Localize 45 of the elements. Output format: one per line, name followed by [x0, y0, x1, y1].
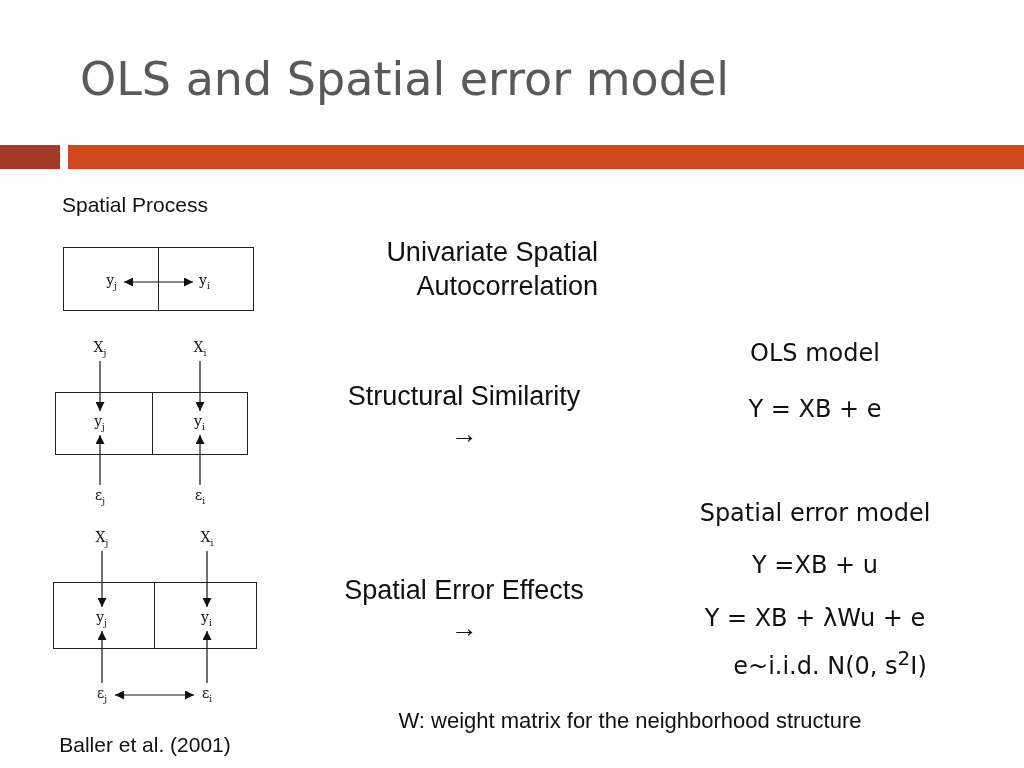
arrow-symbol: →: [449, 612, 479, 645]
row-heading: Structural Similarity: [346, 380, 582, 413]
arrow-symbol: →: [449, 418, 479, 451]
citation: Baller et al. (2001): [58, 732, 232, 758]
variable-label: ε$_{i}$: [197, 686, 217, 704]
arrow: [97, 630, 107, 684]
arrow: [202, 630, 212, 684]
variable-label: X$_{i}$: [197, 530, 217, 548]
note: e~i.i.d. N(0, s$^{2}$I): [732, 646, 928, 681]
grid-cell: [152, 392, 248, 455]
variable-label: y$_{i}$: [195, 272, 214, 291]
variable-label: ε$_{j}$: [90, 488, 110, 506]
equation: Y =XB + u: [751, 550, 879, 580]
model-heading: OLS model: [749, 338, 881, 368]
variable-label: X$_{j}$: [90, 340, 110, 358]
arrow: [202, 550, 212, 608]
variable-label: y$_{j}$: [102, 272, 121, 291]
arrow: [195, 434, 205, 486]
variable-label: y$_{j}$: [92, 609, 111, 628]
arrow: [123, 277, 194, 287]
equation: Y = XB + e: [747, 394, 883, 424]
row-heading: Spatial Error Effects: [343, 574, 585, 607]
footnote: W: weight matrix for the neighborhood structure: [397, 707, 863, 735]
arrow: [95, 434, 105, 486]
variable-label: y$_{j}$: [90, 413, 109, 432]
caption: Spatial Process: [62, 192, 209, 218]
grid-cell: [63, 247, 159, 311]
row-heading: Univariate Spatial Autocorrelation: [385, 236, 598, 303]
arrow: [114, 690, 195, 700]
variable-label: X$_{i}$: [190, 340, 210, 358]
variable-label: ε$_{j}$: [92, 686, 112, 704]
grid-cell: [53, 582, 155, 649]
variable-label: y$_{i}$: [190, 413, 209, 432]
grid-cell: [55, 392, 153, 455]
variable-label: y$_{i}$: [197, 609, 216, 628]
variable-label: X$_{j}$: [92, 530, 112, 548]
equation: Y = XB + λWu + e: [703, 603, 927, 633]
arrow: [97, 550, 107, 608]
arrow: [195, 360, 205, 412]
grid-cell: [154, 582, 257, 649]
variable-label: ε$_{i}$: [190, 488, 210, 506]
model-heading: Spatial error model: [698, 498, 932, 528]
grid-cell: [158, 247, 254, 311]
arrow: [95, 360, 105, 412]
slide-title: OLS and Spatial error model: [80, 52, 730, 106]
